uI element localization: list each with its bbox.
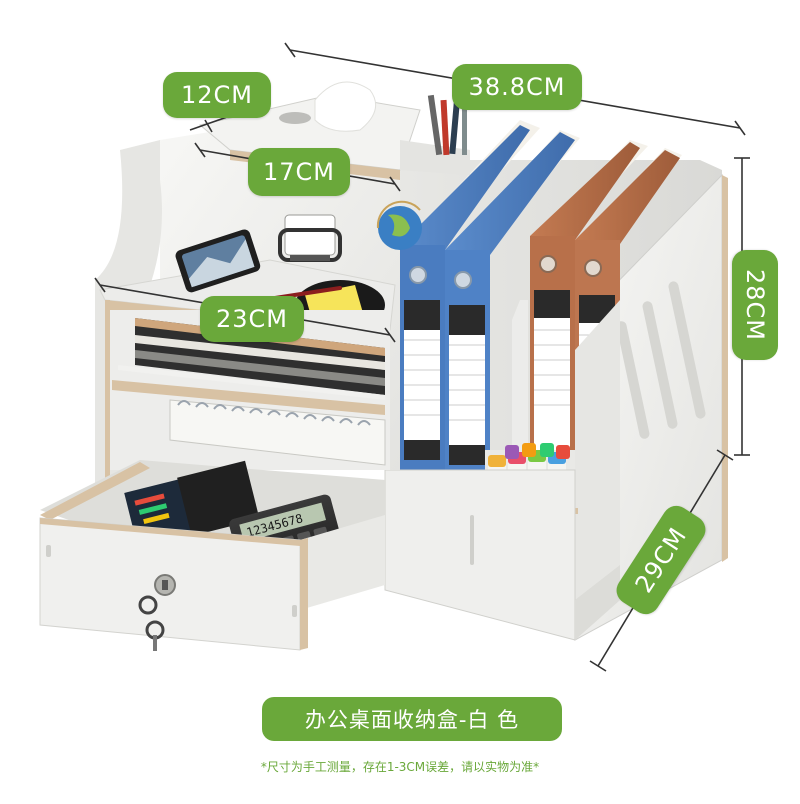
pens xyxy=(427,91,467,156)
right-side-edge xyxy=(722,175,728,562)
measurement-note: *尺寸为手工测量，存在1-3CM误差，请以实物为准* xyxy=(260,760,540,774)
phone xyxy=(175,229,261,293)
globe xyxy=(376,200,422,250)
tissue xyxy=(314,81,377,132)
dimension-label-12cm: 12CM xyxy=(163,72,271,118)
lower-front-panel xyxy=(384,469,576,641)
product-title: 办公桌面收纳盒-白 色 xyxy=(262,697,562,741)
dimension-label-23cm: 23CM xyxy=(200,296,304,342)
keys-icon xyxy=(138,595,165,651)
dimension-label-28cm: 28CM xyxy=(732,250,778,360)
folder-divider xyxy=(512,300,528,470)
side-slots xyxy=(616,281,706,439)
dimension-label-38-8cm: 38.8CM xyxy=(452,64,582,110)
right-front-wall xyxy=(575,300,620,640)
notebooks xyxy=(169,399,386,466)
blue-folders xyxy=(400,120,580,470)
dimension-label-17cm: 17CM xyxy=(248,148,350,196)
lower-shelves xyxy=(105,300,390,600)
card-holder xyxy=(278,214,342,262)
drawer: 12345678 xyxy=(39,460,385,651)
